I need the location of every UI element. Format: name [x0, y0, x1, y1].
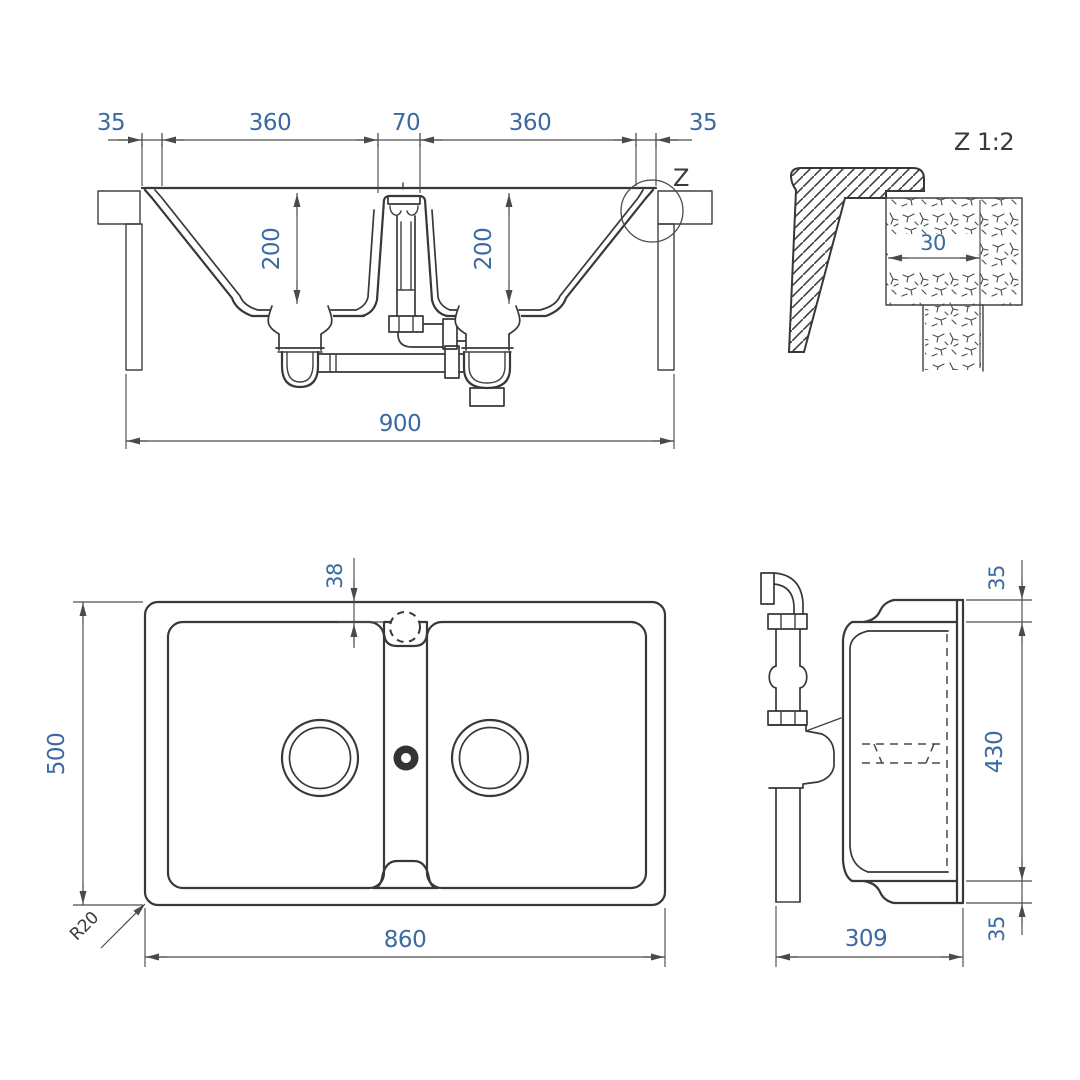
dim-35-left: 35: [97, 110, 125, 136]
side-height-dimensions: 35 430 35: [966, 560, 1032, 942]
dim-200-left: 200: [259, 228, 285, 270]
section-depth-dimensions: 200 200: [259, 193, 513, 304]
faucet-hole: [389, 611, 421, 643]
divider-bottom-bump: [371, 859, 440, 890]
dim-360-left: 360: [249, 110, 291, 136]
drain-trap-right: [454, 305, 522, 407]
section-top-dimensions: 35 360 70 360 35: [97, 110, 718, 193]
dim-30: 30: [920, 231, 946, 255]
bowl-right: [425, 620, 648, 890]
plan-860-dimension: 860: [144, 908, 666, 967]
dim-200-right: 200: [471, 228, 497, 270]
plan-500-dimension: 500: [44, 601, 143, 906]
radius-label: R20: [66, 908, 103, 945]
detail-countertop: [885, 197, 1023, 372]
plan-38-dimension: 38: [323, 558, 384, 648]
corner-radius-callout: R20: [66, 903, 146, 949]
pop-up-knob: [393, 745, 419, 771]
dim-360-right: 360: [509, 110, 551, 136]
front-section-view: Z 35 360 70 360 35: [97, 110, 718, 449]
drain-trap-left: [267, 305, 334, 389]
side-drain-pipe: [760, 572, 842, 903]
dim-35-right: 35: [689, 110, 717, 136]
divider-top-recess: [382, 620, 429, 648]
dim-38: 38: [323, 563, 347, 589]
side-depth-dimension: 309: [775, 906, 964, 967]
waste-pipe: [317, 345, 465, 379]
dim-35-top: 35: [985, 565, 1009, 591]
dim-70: 70: [392, 110, 420, 136]
countertop-cross-section: [97, 190, 713, 371]
detail-marker-label: Z: [673, 164, 689, 192]
sink-section-outline: [140, 182, 658, 318]
dim-35-bottom: 35: [985, 916, 1009, 942]
detail-view-title: Z 1:2: [954, 128, 1014, 156]
side-view: 35 430 35 309: [760, 560, 1032, 967]
drain-right: [450, 718, 530, 798]
plan-view: 38 500 860 R20: [44, 558, 667, 967]
bowl-left: [166, 620, 386, 890]
section-overall-dimension: 900: [125, 374, 675, 449]
detail-30-dimension: 30: [888, 231, 980, 262]
dim-500: 500: [44, 733, 70, 775]
dim-900: 900: [379, 411, 421, 437]
dim-430: 430: [982, 731, 1008, 773]
detail-circle-z: Z: [620, 164, 690, 243]
dim-309: 309: [845, 926, 887, 952]
sink-rim-section: [787, 167, 925, 353]
sink-outer-edge: [143, 600, 667, 907]
dim-860: 860: [384, 927, 426, 953]
detail-view-z: Z 1:2 30: [787, 128, 1023, 372]
drain-left: [280, 718, 360, 798]
side-bowl-profile: [841, 598, 965, 905]
